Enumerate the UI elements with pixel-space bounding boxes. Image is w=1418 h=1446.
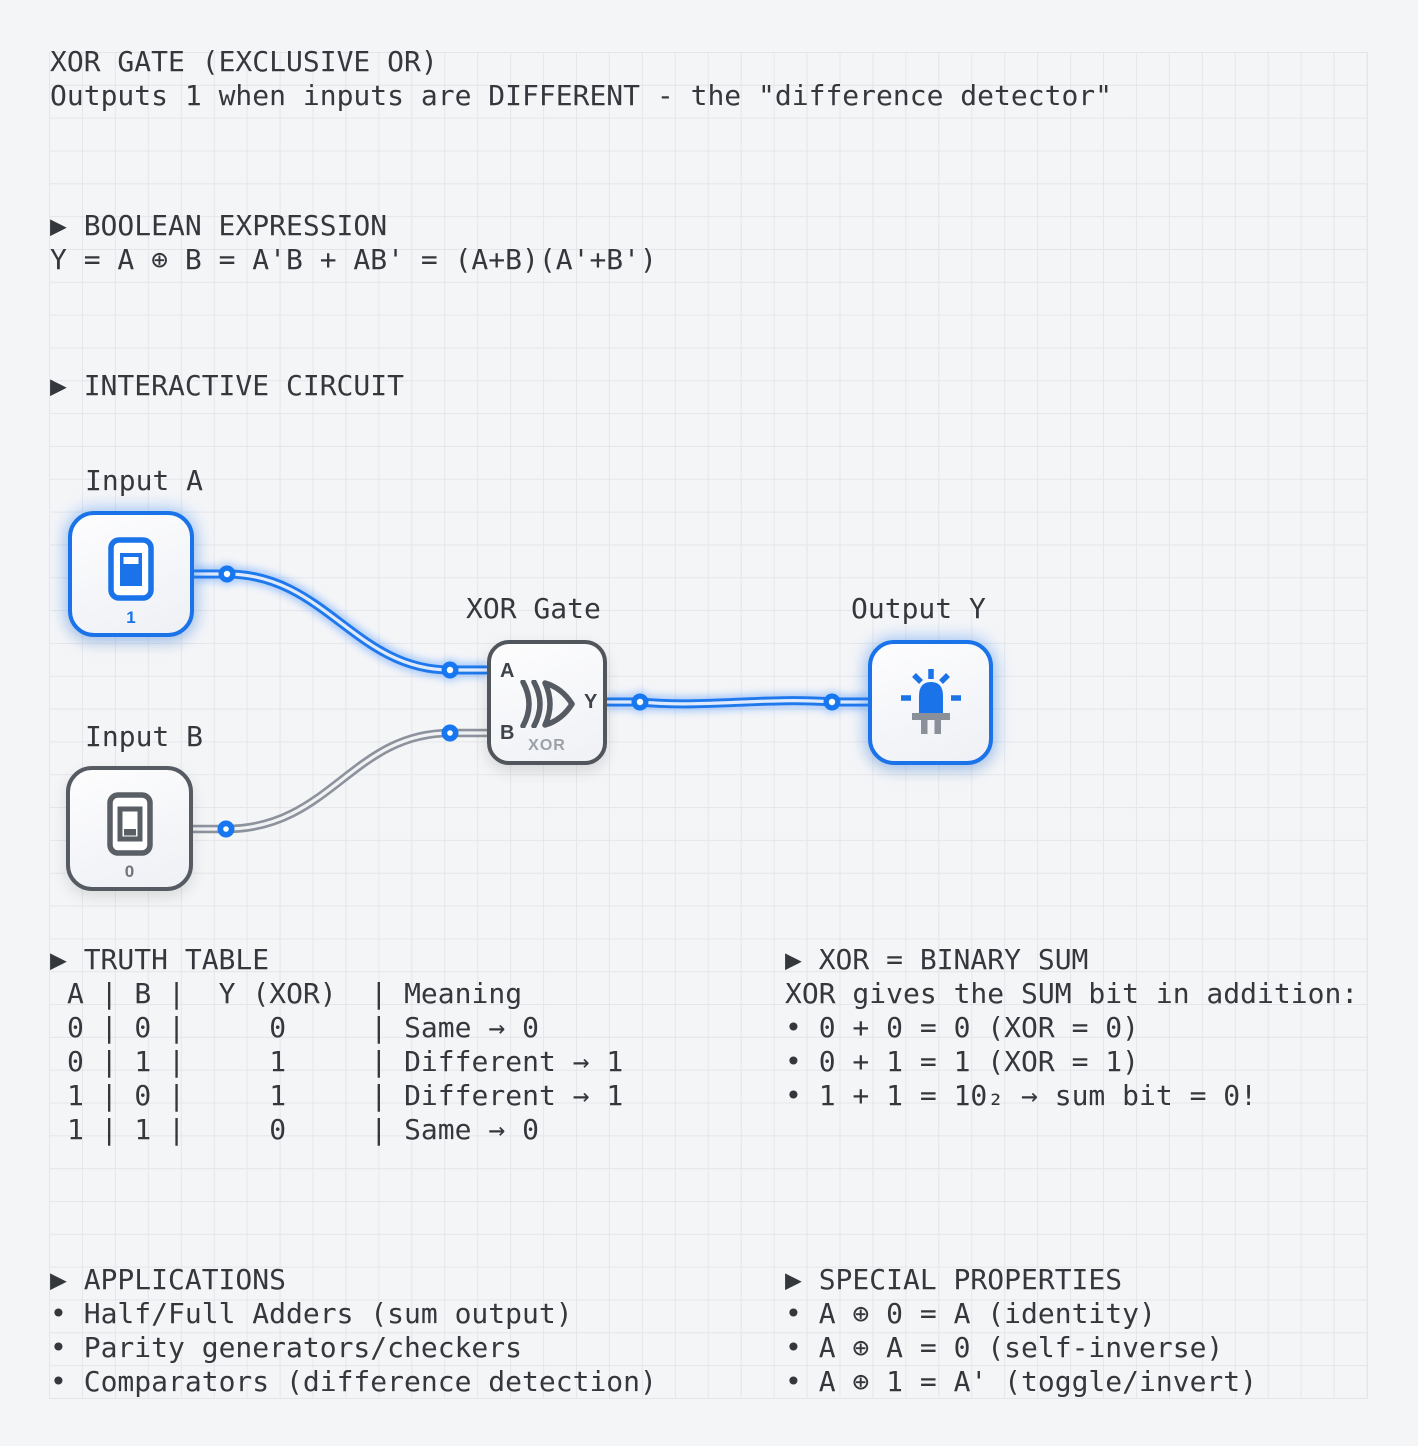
xor-gate-node: A B Y XOR [487,640,607,765]
input-a-value: 1 [126,608,136,627]
toggle-on-icon [108,537,154,601]
truth-table-heading-text: TRUTH TABLE [83,943,270,976]
bullet-item: • A ⊕ 0 = A (identity) [785,1297,1156,1330]
section-marker-icon: ▶ [50,1263,67,1296]
boolean-expression: Y = A ⊕ B = A'B + AB' = (A+B)(A'+B') [50,243,657,276]
section-marker-icon: ▶ [50,943,67,976]
input-b-switch[interactable]: 0 [66,766,193,891]
boolean-heading-text: BOOLEAN EXPRESSION [83,209,388,242]
binary-sum-intro: XOR gives the SUM bit in addition: [785,977,1359,1010]
truth-table-row: 1|0|1|Different → 1 [67,1079,624,1112]
bullet-item: • 0 + 1 = 1 (XOR = 1) [785,1045,1140,1078]
output-y-label: Output Y [851,592,986,625]
truth-table-row: 0|0|0|Same → 0 [67,1011,539,1044]
input-a-switch[interactable]: 1 [68,511,194,637]
toggle-off-icon [106,792,153,856]
xor-gate-icon [520,680,576,728]
bullet-item: • A ⊕ A = 0 (self-inverse) [785,1331,1224,1364]
section-marker-icon: ▶ [50,369,67,402]
truth-table: A|B|Y (XOR)|Meaning 0|0|0|Same → 0 0|1|1… [67,977,623,1147]
led-icon [899,667,963,735]
page-subtitle: Outputs 1 when inputs are DIFFERENT - th… [50,79,1113,112]
binary-sum-heading: ▶ XOR = BINARY SUM [785,943,1088,977]
binary-sum-heading-text: XOR = BINARY SUM [818,943,1089,976]
bullet-item: • Comparators (difference detection) [50,1365,657,1398]
special-properties-heading: ▶ SPECIAL PROPERTIES [785,1263,1122,1297]
applications-heading-text: APPLICATIONS [83,1263,286,1296]
boolean-section-heading: ▶ BOOLEAN EXPRESSION [50,209,657,243]
truth-table-heading: ▶ TRUTH TABLE [50,943,269,977]
gate-pin-b: B [500,722,515,744]
truth-table-header-row: A|B|Y (XOR)|Meaning [67,977,523,1010]
gate-pin-a: A [500,660,515,682]
input-b-value: 0 [124,862,135,881]
special-properties-heading-text: SPECIAL PROPERTIES [818,1263,1123,1296]
page-title: XOR GATE (EXCLUSIVE OR) [50,45,438,78]
section-marker-icon: ▶ [50,209,67,242]
applications-heading: ▶ APPLICATIONS [50,1263,286,1297]
bullet-item: • 1 + 1 = 10₂ → sum bit = 0! [785,1079,1258,1112]
output-y-led [868,640,993,765]
truth-table-row: 1|1|0|Same → 0 [67,1113,539,1146]
truth-table-row: 0|1|1|Different → 1 [67,1045,624,1078]
boolean-expression-section: ▶ BOOLEAN EXPRESSION Y = A ⊕ B = A'B + AB… [50,209,657,277]
input-b-label: Input B [85,720,204,753]
gate-pin-y: Y [584,691,598,713]
bullet-item: • Half/Full Adders (sum output) [50,1297,573,1330]
input-a-label: Input A [85,464,204,497]
page-header: XOR GATE (EXCLUSIVE OR) Outputs 1 when i… [50,45,1112,113]
special-properties-list: • A ⊕ 0 = A (identity) • A ⊕ A = 0 (self… [785,1297,1257,1399]
gate-type-caption: XOR [528,737,566,754]
applications-list: • Half/Full Adders (sum output) • Parity… [50,1297,657,1399]
grid-background [49,52,1368,1399]
binary-sum-body: XOR gives the SUM bit in addition: • 0 +… [785,977,1358,1113]
bullet-item: • Parity generators/checkers [50,1331,523,1364]
circuit-section-heading: ▶ INTERACTIVE CIRCUIT [50,369,404,403]
bullet-item: • 0 + 0 = 0 (XOR = 0) [785,1011,1140,1044]
bullet-item: • A ⊕ 1 = A' (toggle/invert) [785,1365,1258,1398]
section-marker-icon: ▶ [785,1263,802,1296]
section-marker-icon: ▶ [785,943,802,976]
circuit-heading-text: INTERACTIVE CIRCUIT [83,369,404,402]
xor-gate-label: XOR Gate [466,592,601,625]
